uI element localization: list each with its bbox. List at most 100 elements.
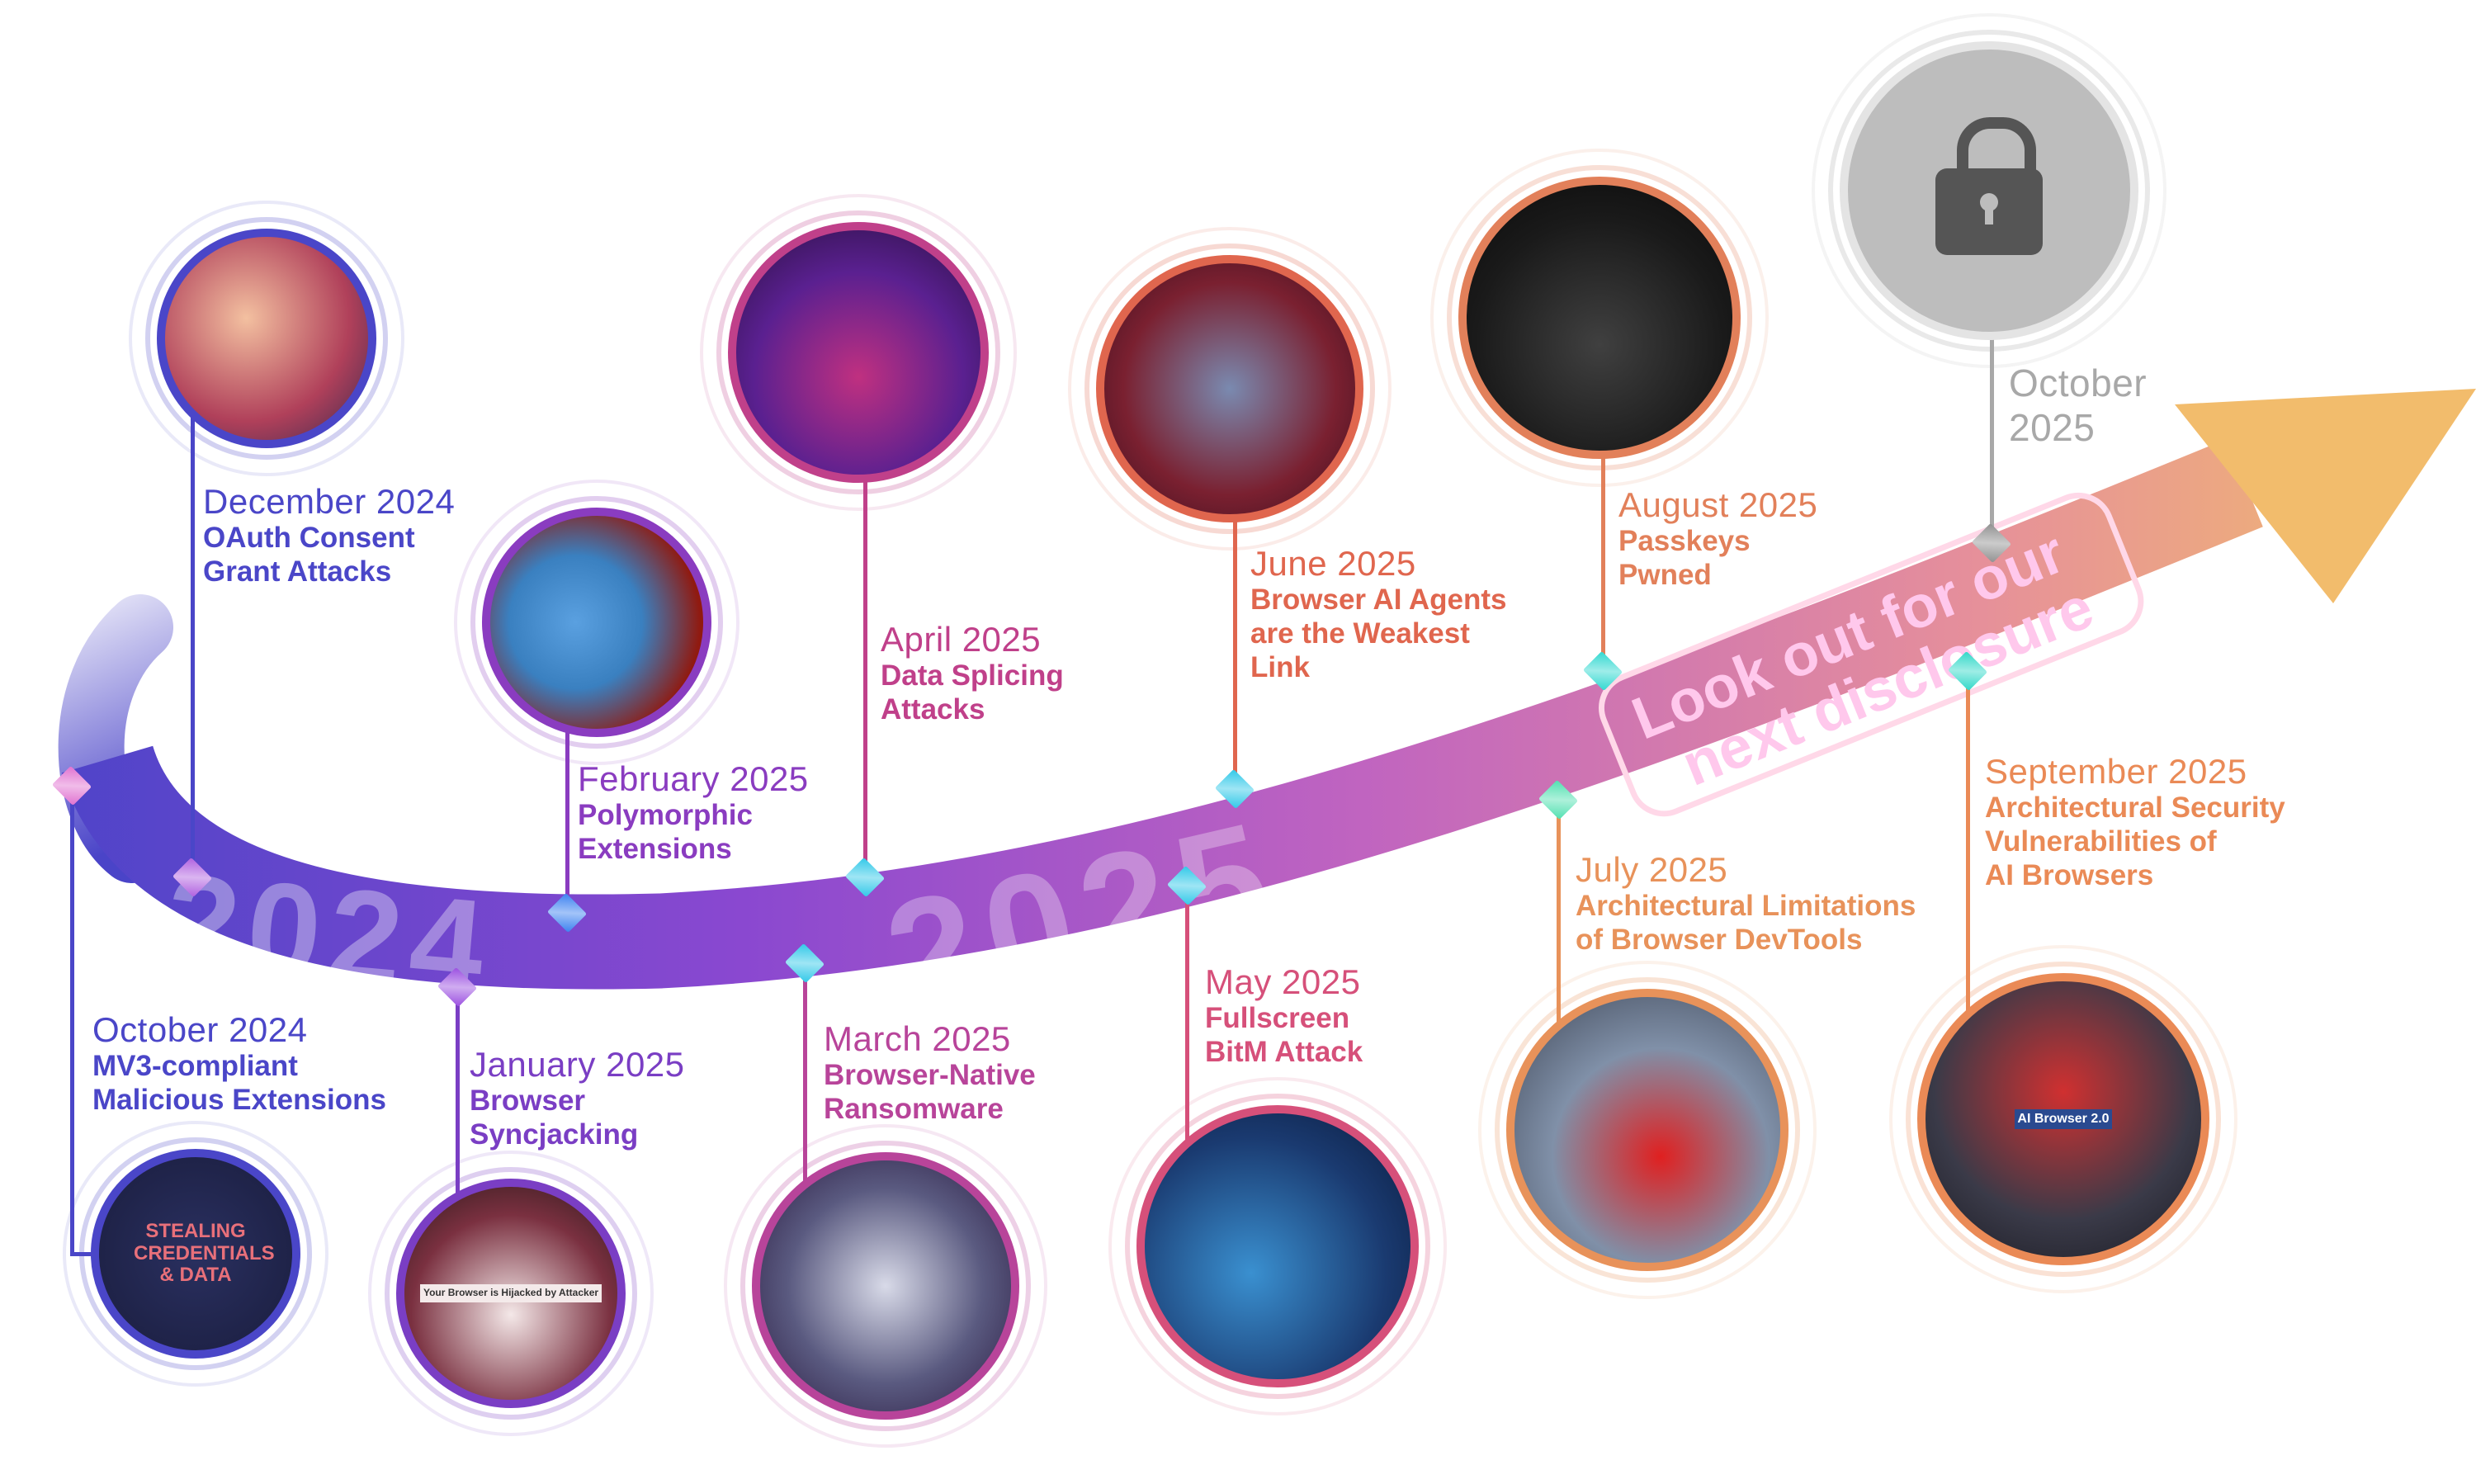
event-date: March 2025: [824, 1019, 1011, 1058]
connector-line: [1990, 191, 1994, 543]
connector-line: [565, 622, 569, 913]
event-date: February 2025: [578, 759, 809, 798]
event-title[interactable]: OAuth Consent: [203, 522, 415, 555]
illustration-caption: Your Browser is Hijacked by Attacker: [419, 1284, 602, 1302]
event-title[interactable]: Link: [1250, 651, 1310, 683]
event-illustration[interactable]: [752, 1152, 1019, 1420]
connector-line: [191, 338, 195, 877]
decorative-ring: [385, 1167, 637, 1420]
event-illustration[interactable]: AI Browser 2.0: [1917, 973, 2209, 1265]
decorative-ring: [1889, 945, 2237, 1293]
event-illustration[interactable]: STEALING CREDENTIALS & DATA: [91, 1149, 300, 1359]
event-title[interactable]: Browser-Native: [824, 1059, 1036, 1092]
decorative-ring: [368, 1151, 654, 1436]
event-title[interactable]: Ransomware: [824, 1093, 1004, 1126]
event-illustration[interactable]: [728, 222, 989, 483]
event-label: October 2025: [2009, 362, 2148, 451]
illustration-caption: STEALING CREDENTIALS & DATA: [134, 1220, 275, 1287]
event-title[interactable]: BitM Attack: [1205, 1036, 1363, 1069]
event-title[interactable]: Extensions: [578, 833, 732, 866]
connector-line: [863, 352, 867, 877]
event-date: August 2025: [1618, 485, 1818, 524]
event-title[interactable]: Architectural Limitations: [1576, 890, 1916, 923]
event-illustration[interactable]: [1506, 989, 1788, 1271]
decorative-ring: [1084, 243, 1375, 534]
event-title[interactable]: MV3-compliant: [92, 1050, 298, 1083]
event-date: May 2025: [1205, 962, 1361, 1001]
connector-line: [1966, 671, 1970, 1119]
event-date: December 2024: [203, 482, 456, 521]
event-illustration[interactable]: [1458, 177, 1741, 459]
event-title[interactable]: Browser AI Agents: [1250, 584, 1507, 617]
decorative-ring: [1812, 13, 2166, 368]
decorative-ring: [454, 480, 739, 765]
event-date: January 2025: [470, 1045, 685, 1084]
event-title[interactable]: Grant Attacks: [203, 555, 392, 588]
event-illustration[interactable]: Your Browser is Hijacked by Attacker: [396, 1179, 626, 1408]
event-title[interactable]: Browser: [470, 1085, 586, 1118]
event-title[interactable]: Vulnerabilities of: [1985, 825, 2217, 858]
event-title[interactable]: Malicious Extensions: [92, 1084, 386, 1117]
decorative-ring: [1068, 227, 1392, 551]
event-title[interactable]: Polymorphic: [578, 799, 753, 832]
event-illustration[interactable]: [1136, 1105, 1419, 1387]
connector-line: [1233, 389, 1237, 789]
illustration-caption: AI Browser 2.0: [2015, 1109, 2112, 1129]
event-title[interactable]: are the Weakest: [1250, 617, 1470, 650]
connector-line: [1557, 800, 1561, 1130]
decorative-ring: [129, 201, 404, 476]
event-title[interactable]: Pwned: [1618, 559, 1712, 592]
decorative-ring: [716, 210, 1000, 494]
decorative-ring: [1906, 962, 2221, 1277]
connector-line: [456, 987, 460, 1293]
event-date: July 2025: [1576, 850, 1728, 889]
decorative-ring: [1447, 165, 1752, 470]
decorative-ring: [740, 1141, 1031, 1431]
event-title[interactable]: Fullscreen: [1205, 1002, 1350, 1035]
event-title[interactable]: Architectural Security: [1985, 792, 2285, 825]
event-illustration[interactable]: [482, 508, 711, 737]
event-illustration[interactable]: [1096, 255, 1363, 522]
event-date: September 2025: [1985, 752, 2247, 791]
connector-line: [70, 1252, 96, 1256]
connector-line: [803, 963, 807, 1286]
event-title[interactable]: Syncjacking: [470, 1118, 639, 1151]
decorative-ring: [470, 496, 723, 749]
event-title[interactable]: Passkeys: [1618, 525, 1751, 558]
event-title[interactable]: of Browser DevTools: [1576, 924, 1863, 957]
decorative-ring: [700, 194, 1017, 511]
decorative-ring: [1828, 30, 2150, 352]
band-body: [61, 438, 2263, 990]
decorative-ring: [1430, 149, 1769, 487]
locked-upcoming-image[interactable]: [1840, 41, 2138, 340]
event-date: October 2024: [92, 1010, 308, 1049]
connector-line: [1601, 318, 1605, 671]
connector-line: [70, 786, 74, 1254]
connector-line: [1185, 886, 1189, 1246]
event-date: October 2025: [2009, 362, 2148, 449]
event-title[interactable]: Attacks: [881, 693, 985, 726]
event-title[interactable]: AI Browsers: [1985, 859, 2154, 891]
decorative-ring: [724, 1124, 1047, 1448]
decorative-ring: [1108, 1077, 1447, 1415]
event-illustration[interactable]: [157, 229, 376, 448]
event-title[interactable]: Data Splicing: [881, 659, 1064, 692]
event-date: April 2025: [881, 620, 1042, 659]
event-date: June 2025: [1250, 544, 1416, 583]
year-2024-watermark: 2024: [160, 845, 499, 1021]
decorative-ring: [1125, 1094, 1430, 1399]
lock-icon: [1935, 116, 2043, 255]
decorative-ring: [1495, 977, 1800, 1283]
